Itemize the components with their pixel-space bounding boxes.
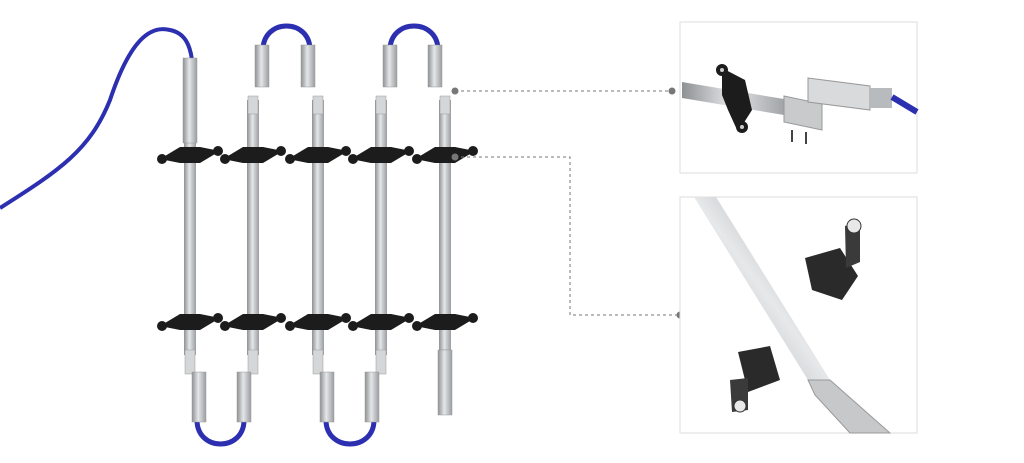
clamp-icon — [415, 147, 475, 163]
clamp-knob — [157, 321, 167, 331]
clamp-icon — [415, 314, 475, 330]
cable-connector — [364, 371, 380, 423]
clamp-knob — [404, 146, 414, 156]
clamp-icon — [730, 346, 780, 413]
rod — [439, 100, 451, 355]
clamp-knob — [468, 313, 478, 323]
clamp-knob — [213, 313, 223, 323]
inset-connector-detail — [679, 21, 919, 174]
clamp-knob — [468, 146, 478, 156]
clamp-icon — [160, 147, 220, 163]
clamp-knob — [285, 154, 295, 164]
rod-end — [439, 95, 451, 115]
inset-clamp-detail — [679, 196, 918, 434]
clamp-knob — [220, 321, 230, 331]
clamp-knob — [412, 154, 422, 164]
clamp-knob — [348, 321, 358, 331]
cable-connector — [319, 371, 335, 423]
rod-end — [247, 349, 259, 375]
clamp-knob — [404, 313, 414, 323]
rod-end — [375, 95, 387, 115]
callout-2 — [451, 153, 684, 319]
cable-connector — [382, 44, 398, 88]
clamp-icon — [351, 314, 411, 330]
clamp-knob — [348, 154, 358, 164]
cable-connector — [182, 57, 198, 144]
rod-end — [375, 349, 387, 375]
clamp-icon — [288, 147, 348, 163]
cable-connector — [437, 349, 453, 416]
top-loop-cable-2 — [387, 23, 441, 51]
rod-end — [184, 349, 196, 375]
bottom-loop-cable-2 — [323, 419, 377, 447]
clamp-knob — [412, 321, 422, 331]
rod — [375, 100, 387, 355]
cable-connector — [254, 44, 270, 88]
clamp-icon — [288, 314, 348, 330]
clamp-knob — [220, 154, 230, 164]
callout-1 — [451, 87, 676, 95]
cable-connector — [191, 371, 207, 423]
rod-end — [312, 349, 324, 375]
clamp-knob — [276, 146, 286, 156]
clamp-knob — [341, 313, 351, 323]
feed-cable — [0, 27, 194, 210]
clamp-knob — [276, 313, 286, 323]
clamp-icon — [160, 314, 220, 330]
clamp-knob — [157, 154, 167, 164]
bottom-loop-cable-1 — [194, 419, 247, 447]
cable-connector — [236, 371, 252, 423]
clamp-icon — [223, 314, 283, 330]
rod-end — [312, 95, 324, 115]
clamp-knob — [213, 146, 223, 156]
rod — [184, 100, 196, 355]
clamp-knob — [341, 146, 351, 156]
cable-connector — [427, 44, 443, 88]
clamp-icon — [351, 147, 411, 163]
rod-end — [247, 95, 259, 115]
rod — [247, 100, 259, 355]
clamp-icon — [716, 64, 752, 133]
cable-connector — [300, 44, 316, 88]
clamp-knob — [285, 321, 295, 331]
clamp-icon — [805, 218, 862, 300]
clamp-icon — [223, 147, 283, 163]
rod — [312, 100, 324, 355]
top-loop-cable-1 — [260, 23, 313, 51]
